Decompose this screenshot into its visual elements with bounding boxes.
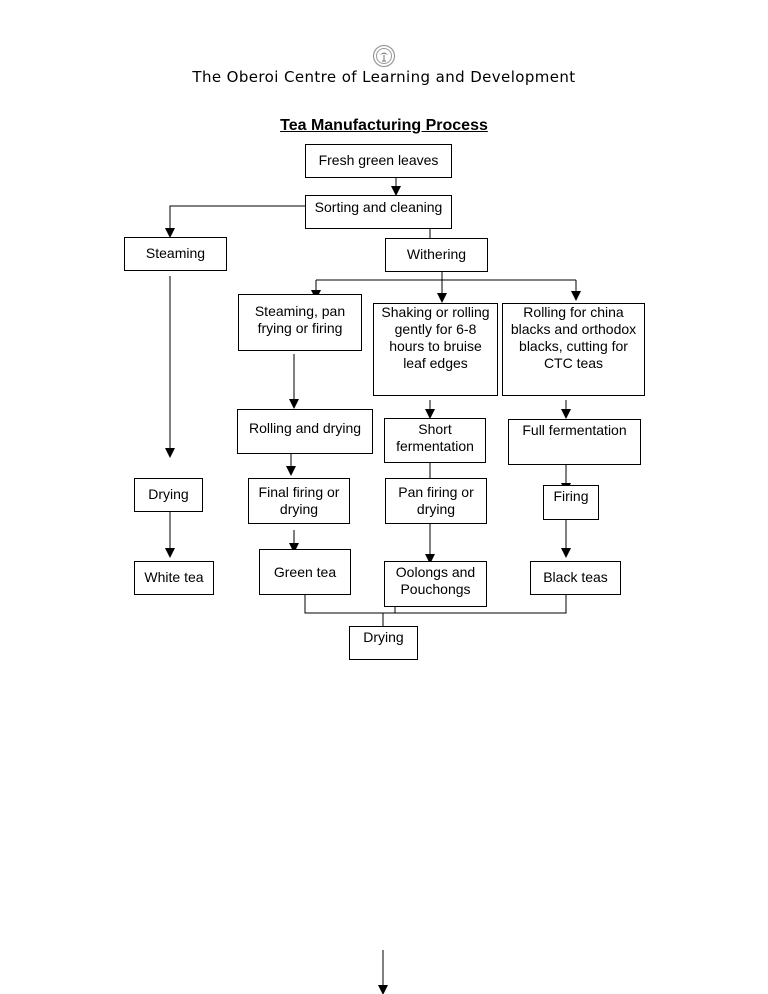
node-rolling-china-blacks: Rolling for china blacks and orthodox bl…: [502, 303, 645, 396]
node-drying-final: Drying: [349, 626, 418, 660]
node-withering: Withering: [385, 238, 488, 272]
diagram-title: Tea Manufacturing Process: [280, 117, 488, 134]
node-sorting-and-cleaning: Sorting and cleaning: [305, 195, 452, 229]
node-steaming: Steaming: [124, 237, 227, 271]
arrow-sorting-to-steaming: [165, 205, 305, 238]
node-full-fermentation: Full fermentation: [508, 419, 641, 465]
node-firing: Firing: [543, 485, 599, 520]
node-black-teas: Black teas: [530, 561, 621, 595]
node-short-fermentation: Short fermentation: [384, 418, 486, 463]
node-steaming-pan-frying: Steaming, pan frying or firing: [238, 294, 362, 351]
node-final-firing-or-drying: Final firing or drying: [248, 478, 350, 524]
node-drying-white: Drying: [134, 478, 203, 512]
oberoi-emblem-icon: [372, 44, 396, 68]
line-greentea-collector: [304, 595, 567, 614]
node-pan-firing-or-drying: Pan firing or drying: [385, 478, 487, 524]
node-fresh-green-leaves: Fresh green leaves: [305, 144, 452, 178]
node-white-tea: White tea: [134, 561, 214, 595]
node-rolling-and-drying: Rolling and drying: [237, 409, 373, 454]
organization-name: The Oberoi Centre of Learning and Develo…: [192, 68, 576, 86]
node-green-tea: Green tea: [259, 549, 351, 595]
node-shaking-rolling: Shaking or rolling gently for 6-8 hours …: [373, 303, 498, 396]
node-oolongs-and-pouchongs: Oolongs and Pouchongs: [384, 561, 487, 607]
